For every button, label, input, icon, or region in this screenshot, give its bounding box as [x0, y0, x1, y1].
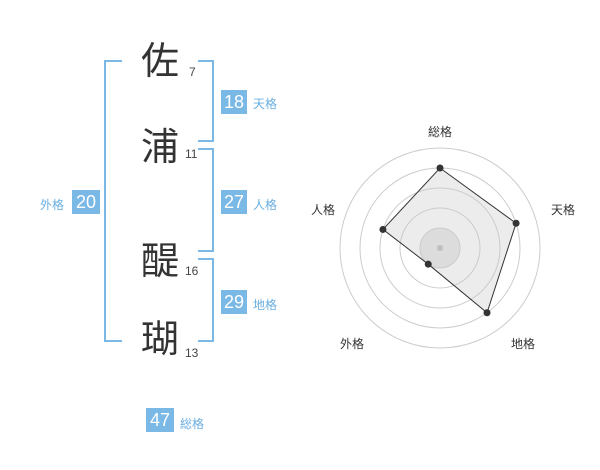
chikaku-bracket [198, 258, 214, 342]
radar-label-gaikaku: 外格 [340, 337, 365, 351]
tenkaku-bracket [198, 60, 214, 142]
radar-label-jinkaku: 人格 [311, 203, 336, 217]
tenkaku-label: 天格 [253, 97, 278, 111]
radar-point-4 [424, 260, 432, 268]
name-char-3: 醍 [141, 239, 180, 283]
jinkaku-value: 27 [221, 190, 247, 214]
radar-label-tenkaku: 天格 [551, 203, 576, 217]
tenkaku-value: 18 [221, 90, 247, 114]
radar-series-area [382, 167, 517, 314]
radar-point-1 [436, 164, 444, 172]
radar-points [379, 164, 520, 317]
name-char-1: 佐 [141, 39, 180, 83]
jinkaku-label: 人格 [253, 198, 278, 212]
name-char-2: 浦 [141, 125, 180, 169]
radar-center-dot [437, 245, 443, 251]
radar-label-chikaku: 地格 [511, 337, 536, 351]
chikaku-label: 地格 [253, 298, 278, 312]
radar-grid-ring [379, 187, 501, 309]
chikaku-value: 29 [221, 290, 247, 314]
stroke-count-2: 11 [185, 147, 198, 161]
gaikaku-value: 20 [72, 190, 100, 214]
stroke-count-3: 16 [185, 264, 199, 278]
radar-label-soukaku: 総格 [428, 125, 453, 139]
name-char-4: 瑚 [141, 317, 180, 361]
radar-point-2 [512, 219, 520, 227]
stroke-count-1: 7 [189, 65, 196, 79]
gaikaku-bracket [104, 60, 122, 342]
gaikaku-label: 外格 [40, 198, 65, 212]
stroke-count-4: 13 [185, 346, 199, 360]
soukaku-value: 47 [146, 408, 174, 432]
soukaku-label: 総格 [180, 417, 205, 431]
radar-grid-ring [339, 147, 541, 349]
radar-grid-ring [399, 207, 481, 289]
radar-point-3 [483, 309, 491, 317]
jinkaku-bracket [198, 148, 214, 252]
radar-point-5 [379, 225, 387, 233]
